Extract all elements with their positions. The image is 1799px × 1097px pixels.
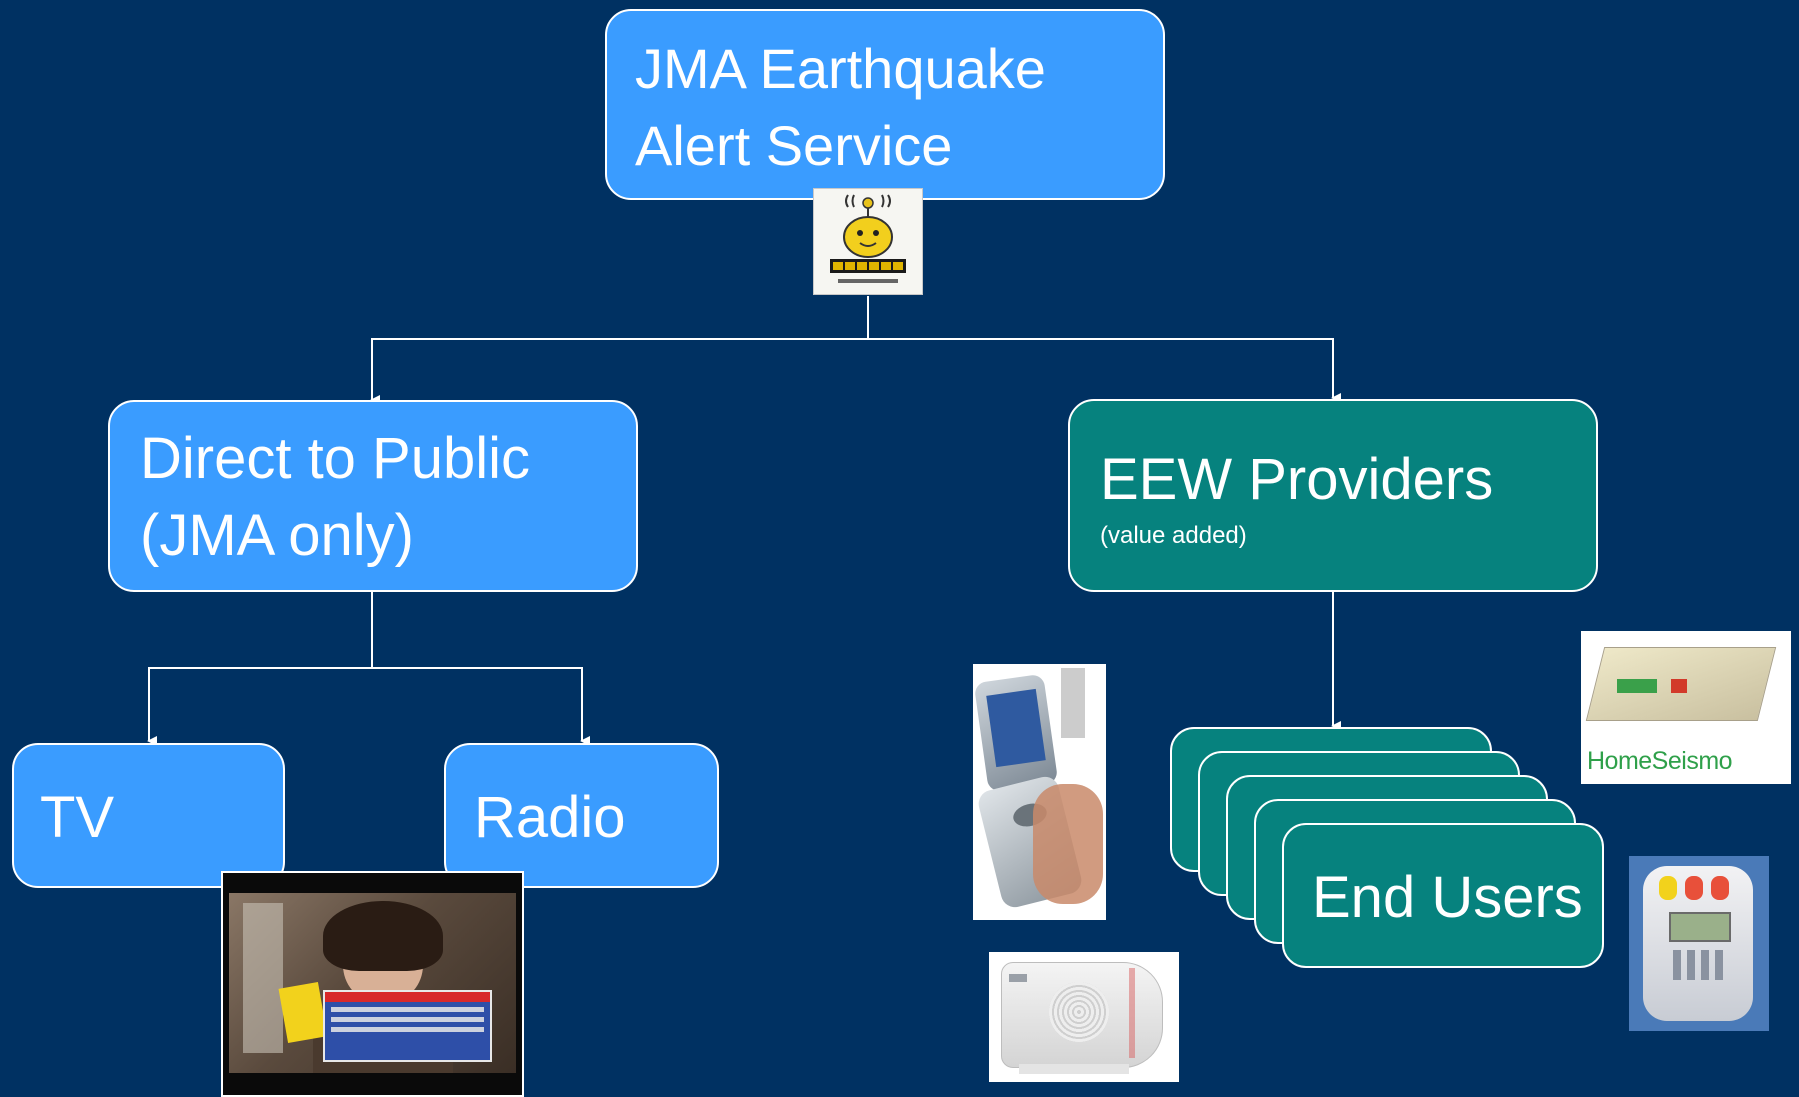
tv-label: TV: [40, 785, 115, 850]
homeseismo-brand: HomeSeismo: [1587, 747, 1733, 775]
providers-subtitle: (value added): [1100, 522, 1247, 549]
end-users-label: End Users: [1312, 865, 1583, 930]
radio-label: Radio: [474, 785, 626, 850]
public-connector: [147, 592, 373, 746]
providers-title: EEW Providers: [1100, 447, 1494, 512]
flip-phone-photo: [973, 664, 1106, 920]
public-title-line2: (JMA only): [140, 503, 414, 568]
public-title-line1: Direct to Public: [140, 426, 531, 491]
direct-to-public-node: Direct to Public (JMA only): [108, 400, 638, 592]
tv-node: TV: [12, 743, 285, 888]
root-title-line2: Alert Service: [635, 114, 953, 177]
alert-mascot-icon: [813, 188, 923, 295]
jma-alert-service-node: JMA Earthquake Alert Service: [605, 9, 1165, 200]
homeseismo-device-photo: HomeSeismo: [1581, 631, 1791, 784]
eew-providers-node: EEW Providers (value added): [1068, 399, 1598, 592]
public-to-radio-connector: [372, 667, 590, 746]
seismometer-device-photo: [1629, 856, 1769, 1031]
root-title-line1: JMA Earthquake: [635, 37, 1046, 100]
end-users-node: End Users: [1282, 823, 1604, 968]
root-to-providers-connector: [868, 338, 1341, 403]
radio-node: Radio: [444, 743, 719, 888]
alarm-device-photo: [989, 952, 1179, 1082]
root-connector: [370, 296, 869, 405]
tv-broadcast-photo: [221, 871, 524, 1097]
